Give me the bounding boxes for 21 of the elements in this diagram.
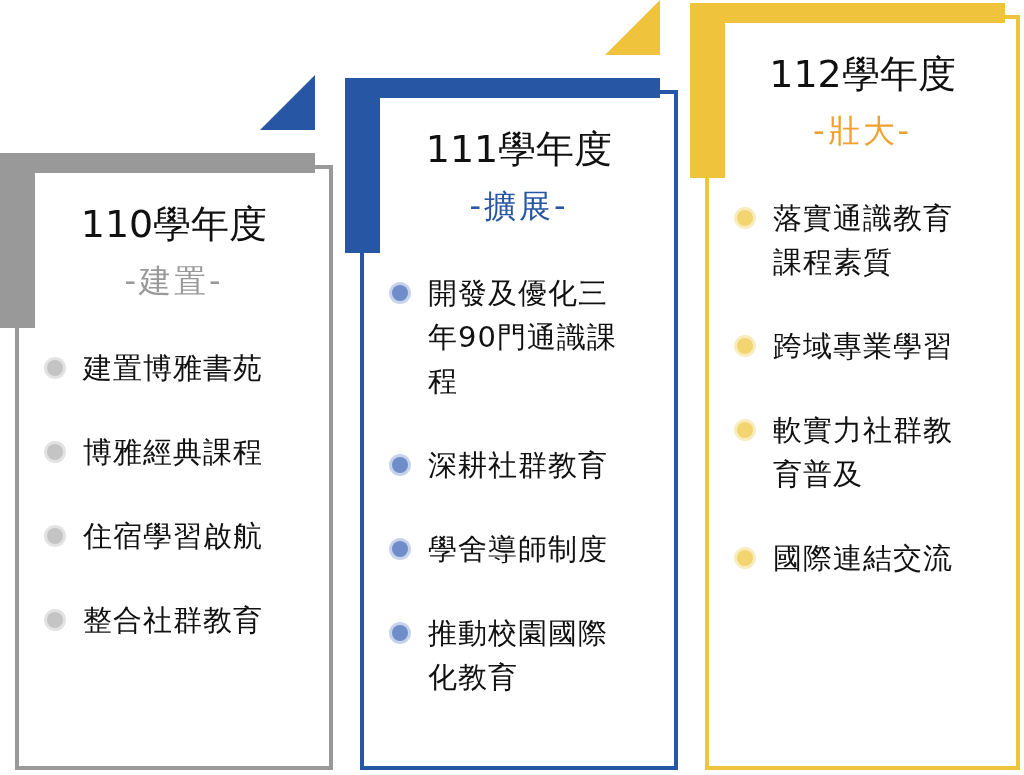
list-item-text: 跨域專業學習 <box>773 328 954 365</box>
list-item-text: 軟實力社群教育普及 <box>773 412 954 493</box>
list-item-text: 博雅經典課程 <box>83 434 264 471</box>
list-item-text: 落實通識教育課程素質 <box>773 200 954 281</box>
stage-subtitle: -壯大- <box>811 111 914 152</box>
list-item-text: 推動校園國際化教育 <box>428 615 609 696</box>
timeline-card <box>345 78 678 770</box>
timeline-card <box>0 153 333 770</box>
year-heading: 110學年度 <box>79 201 269 248</box>
year-heading: 112學年度 <box>768 51 957 98</box>
list-item-text: 整合社群教育 <box>83 602 264 639</box>
stage-subtitle: -建置- <box>123 261 225 302</box>
list-item-text: 國際連結交流 <box>773 540 954 577</box>
list-item-text: 學舍導師制度 <box>428 531 609 568</box>
stage-subtitle: -擴展- <box>468 186 570 227</box>
year-heading: 111學年度 <box>424 126 614 173</box>
list-item-text: 建置博雅書苑 <box>83 350 264 387</box>
list-item-text: 住宿學習啟航 <box>83 518 264 555</box>
list-item-text: 深耕社群教育 <box>428 447 609 484</box>
list-item-text: 開發及優化三年90門通識課程 <box>428 275 618 400</box>
timeline-card <box>690 3 1020 770</box>
